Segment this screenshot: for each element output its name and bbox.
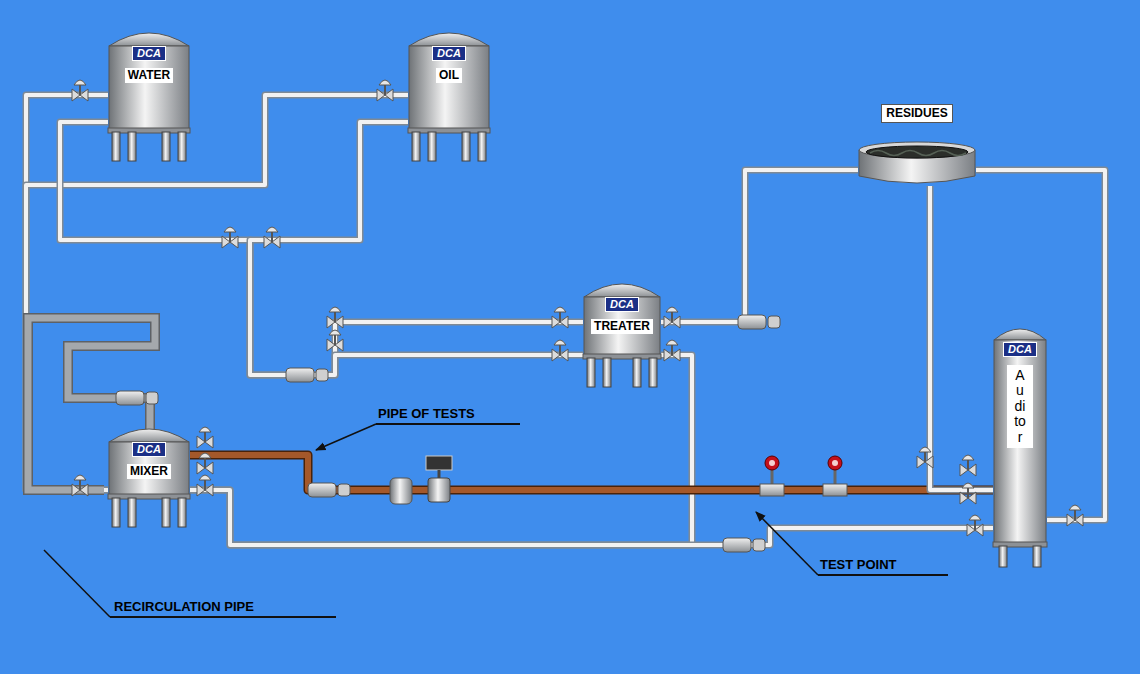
callout-label: PIPE OF TESTS [378, 406, 475, 422]
brand-badge: DCA [432, 46, 466, 61]
tank-label: OIL [436, 68, 462, 83]
process-pipe [930, 186, 993, 490]
tank-label: MIXER [127, 464, 171, 479]
mixer-tank: DCA MIXER [108, 428, 190, 528]
test-gauge [760, 456, 784, 496]
residue-basin: RESIDUES [858, 104, 976, 186]
test-gauge [823, 456, 847, 496]
brand-badge: DCA [132, 46, 166, 61]
flow-meter [428, 478, 450, 502]
basin-label: RESIDUES [881, 104, 952, 123]
process-pipe [250, 122, 583, 375]
process-pipe [190, 490, 993, 545]
tank-label: TREATER [591, 319, 653, 334]
process-pipe [26, 95, 408, 490]
callout-label: TEST POINT [820, 557, 897, 573]
label-underline [376, 423, 520, 425]
brand-badge: DCA [1003, 342, 1037, 357]
leader-line [756, 512, 818, 575]
label-underline [818, 574, 948, 576]
leader-line [316, 424, 376, 450]
process-pipe [60, 122, 583, 375]
filter [390, 478, 412, 504]
treater-tank: DCA TREATER [583, 283, 661, 388]
valves [72, 80, 1083, 552]
tank-label: WATER [125, 68, 173, 83]
leader-line [44, 550, 110, 617]
meter-display [426, 456, 452, 470]
brand-badge: DCA [132, 442, 166, 457]
water-tank: DCA WATER [108, 32, 190, 162]
auditor-column-outline [993, 328, 1047, 568]
label-underline [110, 616, 336, 618]
process-pipe [661, 170, 858, 322]
brand-badge: DCA [605, 297, 639, 312]
auditor-column: DCA Auditor [993, 328, 1047, 568]
process-pipe [190, 355, 692, 545]
callout-label: RECIRCULATION PIPE [114, 599, 254, 615]
oil-tank: DCA OIL [408, 32, 490, 162]
process-pipe [26, 95, 108, 490]
tank-label: Auditor [1007, 365, 1033, 448]
